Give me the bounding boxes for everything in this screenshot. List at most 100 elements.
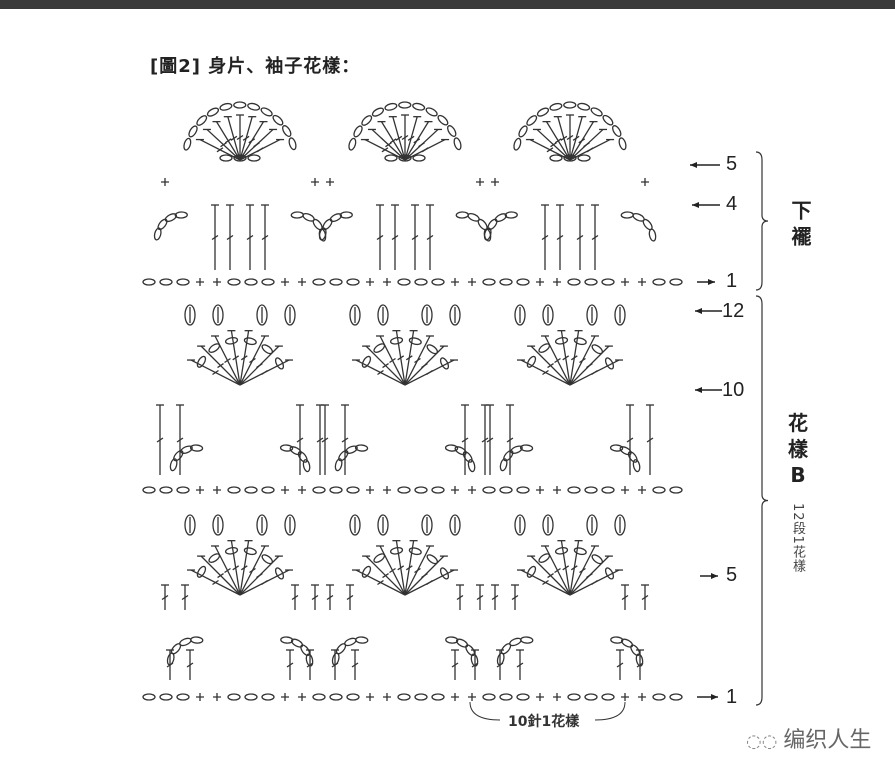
chain-stitch: [290, 211, 304, 219]
chain-stitch: [513, 137, 522, 151]
chain-stitch: [159, 693, 173, 701]
double-crochet-bar: [212, 579, 219, 586]
double-crochet-bar: [306, 662, 314, 668]
single-crochet: [621, 693, 629, 701]
chain-stitch: [610, 636, 624, 644]
chain-stitch: [142, 693, 156, 701]
chain-stitch: [499, 693, 513, 701]
double-crochet-bar: [421, 147, 429, 153]
chain-stitch: [538, 343, 551, 353]
chain-stitch: [516, 486, 530, 494]
chain-stitch: [554, 546, 569, 555]
chain-stitch: [329, 278, 343, 286]
chain-stitch: [361, 565, 372, 578]
double-crochet-bar: [616, 662, 624, 668]
double-crochet-bar: [232, 565, 240, 571]
chain-stitch: [247, 102, 261, 111]
chain-stitch: [496, 652, 505, 666]
chain-stitch: [322, 218, 333, 231]
chain-stitch: [414, 693, 428, 701]
chain-stitch: [549, 102, 563, 111]
chain-stitch: [652, 486, 666, 494]
chain-stitch: [346, 486, 360, 494]
double-crochet-bar: [291, 594, 299, 601]
double-crochet-bar: [421, 573, 428, 579]
single-crochet: [366, 486, 374, 494]
single-crochet: [366, 278, 374, 286]
arrowhead: [708, 279, 715, 285]
double-crochet-bar: [407, 135, 415, 141]
chain-stitch: [620, 211, 634, 219]
chain-stitch: [329, 213, 343, 223]
single-crochet: [281, 486, 289, 494]
chain-stitch: [652, 278, 666, 286]
chain-stitch: [447, 125, 457, 138]
double-crochet-bar: [414, 567, 421, 574]
double-crochet-bar: [401, 134, 409, 141]
double-crochet-bar: [554, 138, 562, 144]
double-crochet-bar: [471, 662, 479, 668]
chain-stitch: [289, 446, 302, 456]
double-crochet-bar: [224, 567, 231, 574]
single-crochet: [621, 278, 629, 286]
chain-stitch: [346, 278, 360, 286]
double-crochet-bar: [346, 594, 354, 601]
chain-stitch: [573, 547, 587, 556]
chain-stitch: [219, 102, 233, 111]
double-crochet-bar: [389, 138, 397, 144]
chain-stitch: [482, 486, 496, 494]
chain-stitch: [518, 125, 528, 138]
single-crochet: [468, 693, 476, 701]
single-crochet: [298, 278, 306, 286]
chain-stitch: [426, 344, 439, 355]
puff-stitch: [586, 514, 598, 536]
chain-stitch: [487, 218, 498, 231]
single-crochet: [161, 178, 169, 186]
puff-stitch: [514, 514, 526, 536]
double-crochet-bar: [240, 565, 248, 571]
double-crochet-bar: [426, 579, 433, 586]
chain-stitch: [353, 125, 363, 138]
chain-stitch: [408, 547, 422, 556]
single-crochet: [213, 486, 221, 494]
double-crochet-bar: [249, 567, 256, 574]
puff-stitch: [184, 304, 196, 326]
chain-stitch: [439, 567, 450, 580]
chain-stitch: [260, 107, 273, 117]
double-crochet-bar: [586, 363, 593, 369]
chain-stitch: [499, 458, 508, 472]
chain-stitch: [196, 115, 208, 126]
chain-stitch: [355, 636, 369, 644]
arrowhead: [692, 202, 699, 208]
chain-stitch: [426, 554, 439, 565]
chain-stitch: [206, 107, 220, 117]
double-crochet-bar: [456, 594, 464, 601]
chain-stitch: [620, 638, 634, 648]
double-crochet-bar: [261, 579, 268, 586]
row-label-b-10: 10: [722, 379, 745, 401]
chain-stitch: [412, 154, 426, 162]
chain-stitch: [414, 278, 428, 286]
chain-stitch: [567, 693, 581, 701]
double-crochet-bar: [411, 234, 419, 241]
chain-stitch: [526, 115, 538, 126]
double-crochet-bar: [395, 135, 403, 141]
double-crochet-bar: [554, 357, 561, 364]
double-crochet-bar: [224, 138, 232, 144]
double-crochet-bar: [326, 594, 334, 601]
chain-stitch: [563, 101, 577, 109]
single-crochet: [553, 486, 561, 494]
double-crochet-bar: [405, 355, 413, 361]
chain-stitch: [536, 107, 550, 117]
double-crochet-bar: [156, 437, 164, 443]
chain-stitch: [516, 693, 530, 701]
double-crochet-bar: [566, 134, 574, 141]
brace: [755, 295, 769, 706]
chain-stitch: [549, 154, 563, 162]
double-crochet-bar: [461, 437, 469, 443]
double-crochet-bar: [240, 355, 248, 361]
chain-stitch: [361, 355, 372, 368]
double-crochet-bar: [389, 357, 396, 364]
chain-stitch: [272, 114, 284, 126]
single-crochet: [213, 278, 221, 286]
